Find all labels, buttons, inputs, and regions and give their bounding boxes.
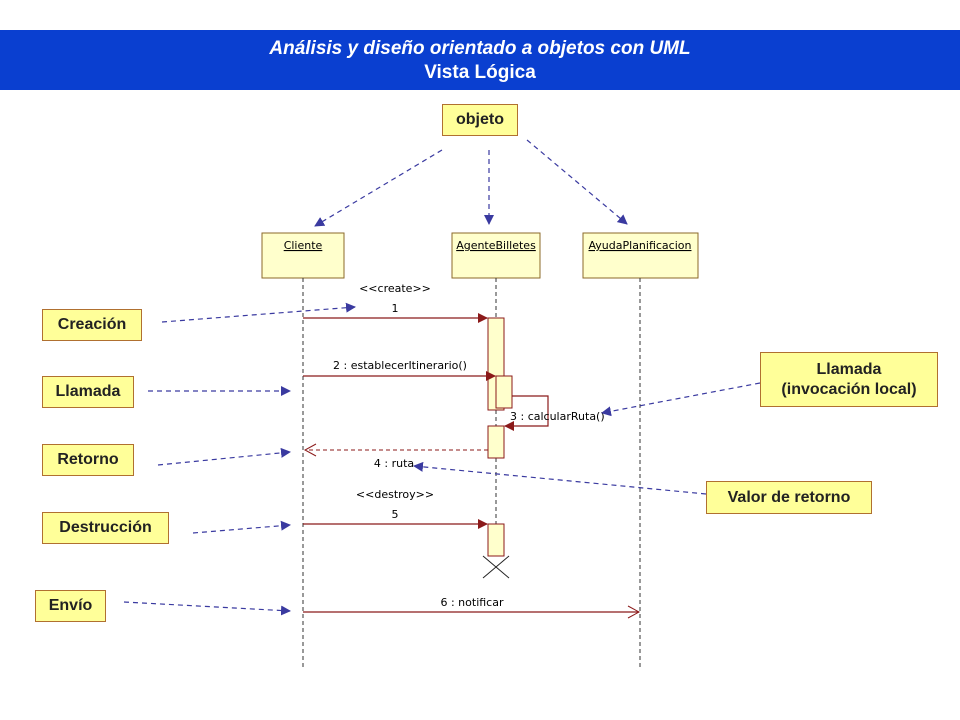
message-label: 4 : ruta xyxy=(374,457,414,470)
note-label: Llamada xyxy=(55,383,121,400)
pointer-envio xyxy=(123,601,291,616)
object-name: AyudaPlanificacion xyxy=(589,239,692,252)
object-agente-billetes: AgenteBilletes xyxy=(451,232,541,279)
message-stereotype: <<create>> xyxy=(359,282,431,295)
pointer-destruccion xyxy=(192,520,291,534)
note-label: Creación xyxy=(57,316,127,333)
title-banner: Análisis y diseño orientado a objetos co… xyxy=(0,30,960,90)
message-stereotype: <<destroy>> xyxy=(356,488,434,501)
message-label: 1 xyxy=(392,302,399,315)
page-title: Análisis y diseño orientado a objetos co… xyxy=(269,38,691,59)
message-label: 6 : notificar xyxy=(440,596,503,609)
message-label: 5 xyxy=(392,508,399,521)
note-label: Envío xyxy=(48,597,93,614)
destroy-marker xyxy=(482,555,510,579)
self-call-arrow xyxy=(504,395,549,431)
activation-bar xyxy=(487,425,505,459)
pointer-valor-retorno xyxy=(413,461,707,495)
note-objeto: objeto xyxy=(442,104,518,136)
note-label: Valor de retorno xyxy=(727,488,851,506)
note-label: objeto xyxy=(456,111,504,128)
note-label: Retorno xyxy=(57,451,119,468)
note-valor-retorno: Valor de retorno xyxy=(706,481,872,514)
note-label-line1: Llamada xyxy=(816,360,882,378)
pointer-objeto-cliente xyxy=(314,149,443,227)
note-label-line2: (invocación local) xyxy=(781,380,917,398)
object-ayuda-planificacion: AyudaPlanificacion xyxy=(582,232,699,279)
note-retorno: Retorno xyxy=(42,444,134,476)
pointer-llamada-local xyxy=(601,382,761,417)
pointer-objeto-ayuda xyxy=(526,139,628,225)
page-subtitle: Vista Lógica xyxy=(424,62,536,83)
activation-bar xyxy=(487,523,505,557)
object-name: AgenteBilletes xyxy=(456,239,536,252)
note-label: Destrucción xyxy=(59,519,152,536)
message-label: 3 : calcularRuta() xyxy=(510,410,605,423)
pointer-retorno xyxy=(157,447,291,466)
note-envio: Envío xyxy=(35,590,106,622)
note-creacion: Creación xyxy=(42,309,142,341)
activation-bar-nested xyxy=(495,375,513,409)
note-destruccion: Destrucción xyxy=(42,512,169,544)
pointer-creacion xyxy=(161,302,356,323)
object-name: Cliente xyxy=(284,239,323,252)
object-cliente: Cliente xyxy=(261,232,345,279)
note-llamada: Llamada xyxy=(42,376,134,408)
note-llamada-local: Llamada (invocación local) xyxy=(760,352,938,407)
message-label: 2 : establecerItinerario() xyxy=(333,359,467,372)
